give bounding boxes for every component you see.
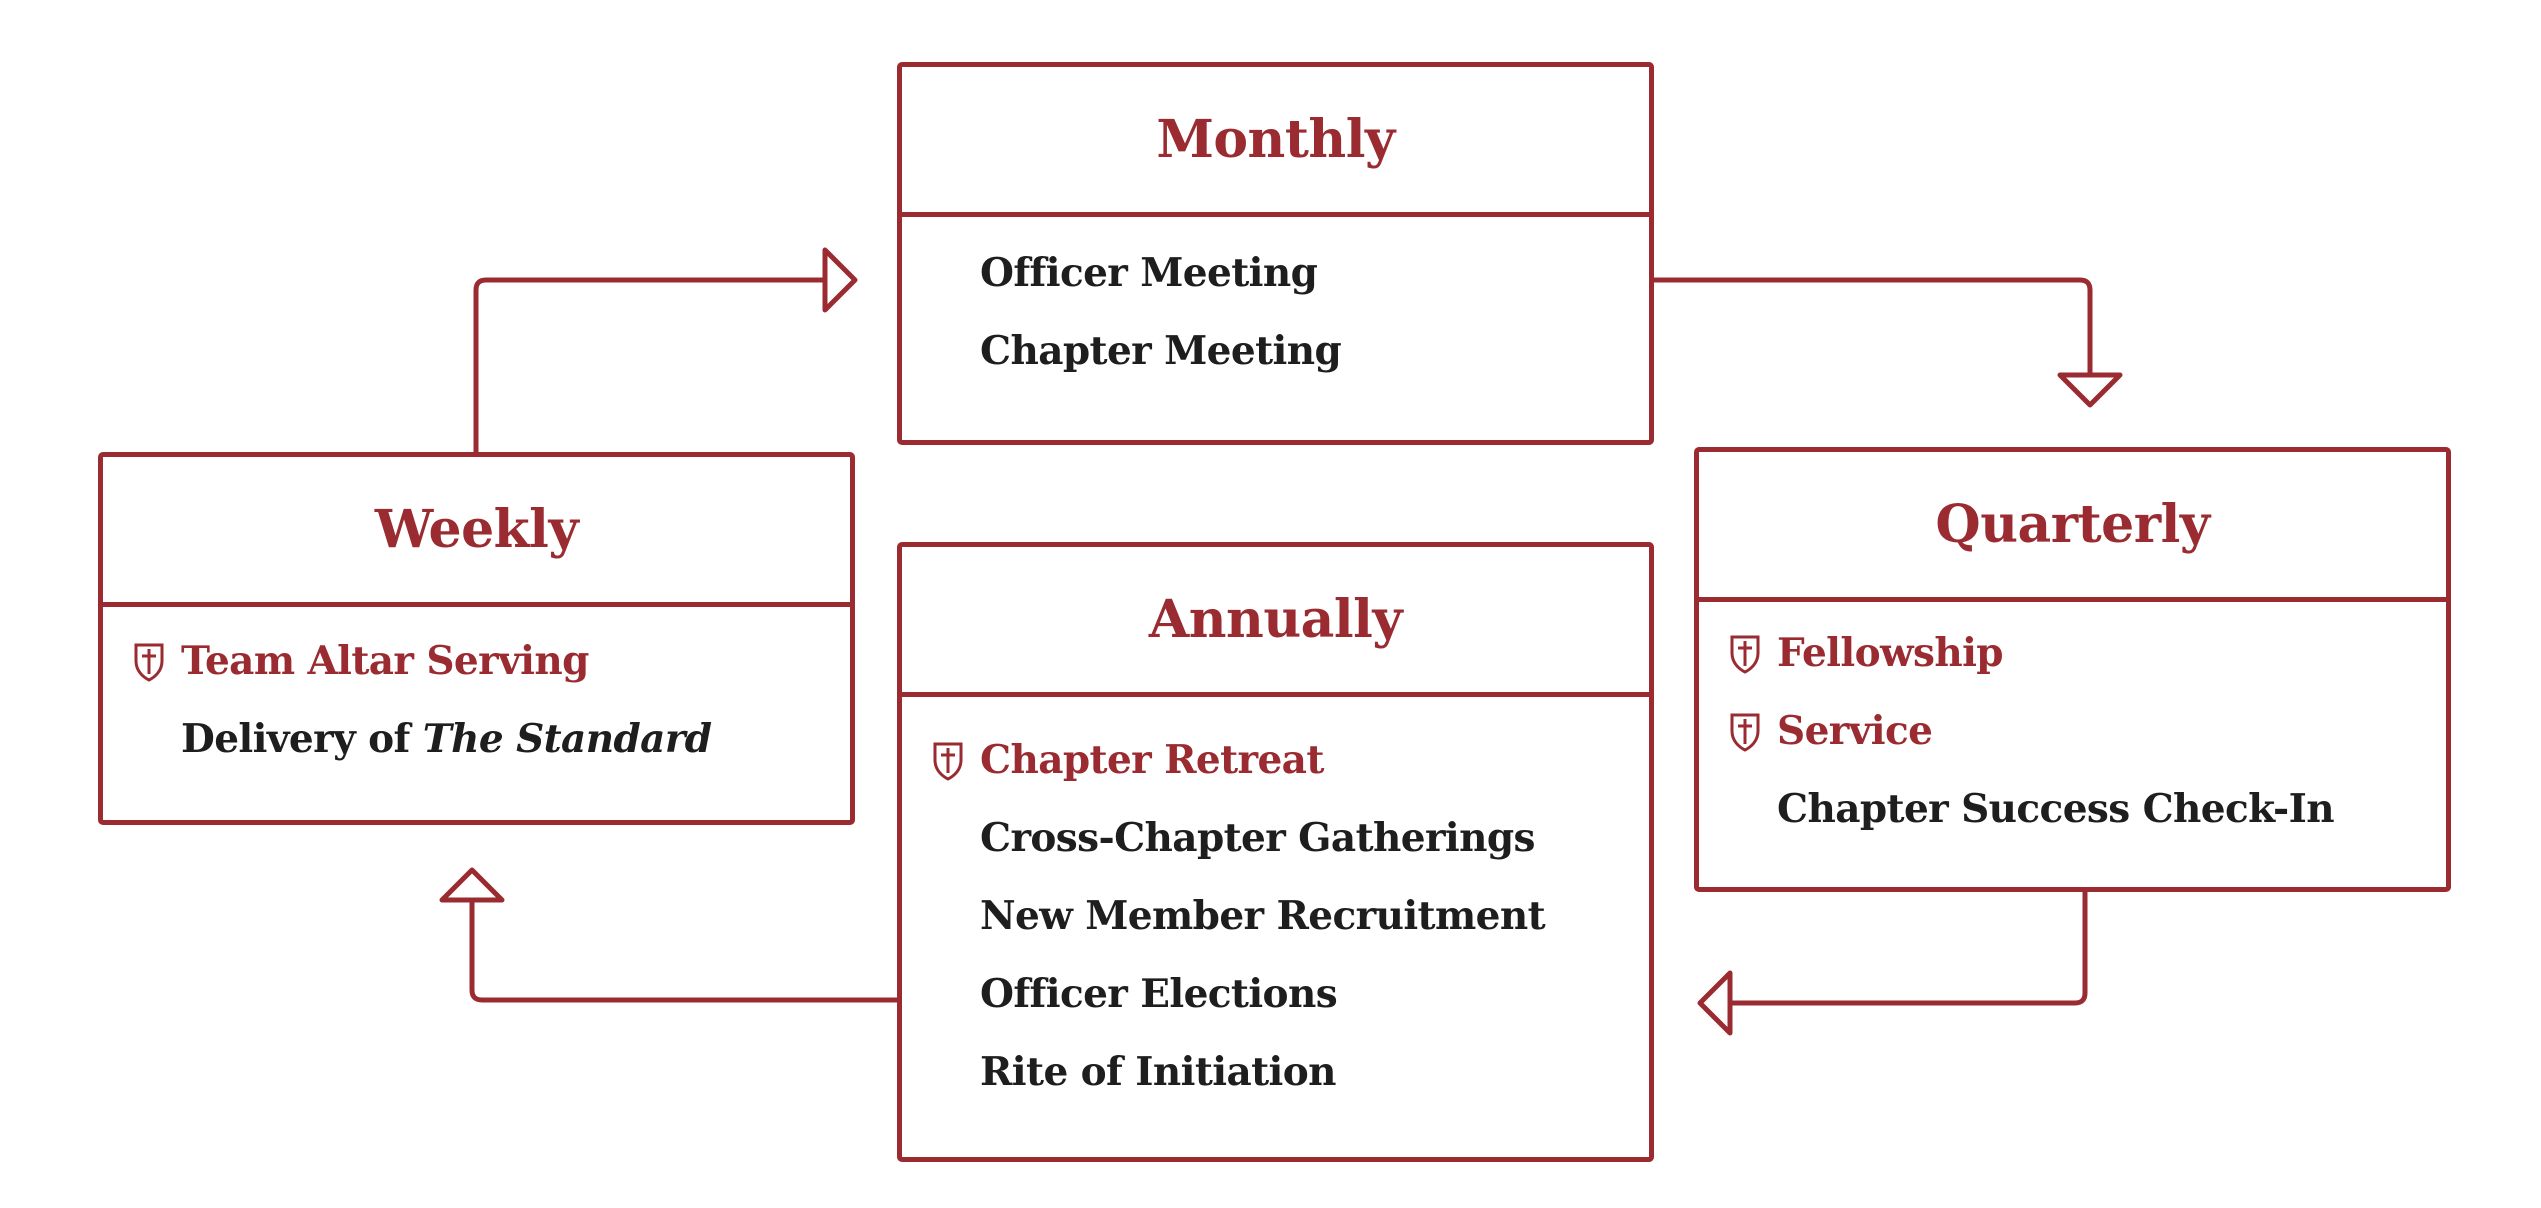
quarterly-items: Fellowship Service Chapter Success Check… (1699, 602, 2446, 848)
monthly-item-officer-meeting: Officer Meeting (980, 234, 1649, 312)
annually-item-chapter-retreat: Chapter Retreat (933, 721, 1649, 799)
arrow-head-annually-to-weekly (439, 867, 505, 903)
cross-shield-icon (1730, 713, 1760, 752)
item-label: Chapter Retreat (980, 737, 1324, 783)
weekly-title: Weekly (103, 457, 850, 607)
arrow-head-monthly-to-quarterly (2057, 372, 2123, 408)
item-label: Chapter Success Check-In (1777, 786, 2335, 832)
item-label: Team Altar Serving (181, 638, 589, 684)
quarterly-item-chapter-success-check-in: Chapter Success Check-In (1777, 770, 2446, 848)
weekly-item-team-altar-serving: Team Altar Serving (134, 622, 850, 700)
cross-shield-icon (1730, 635, 1760, 674)
item-label: Fellowship (1777, 630, 2004, 676)
arrow-head-quarterly-to-annually (1697, 970, 1733, 1036)
cross-shield-icon (933, 742, 963, 781)
item-label: Chapter Meeting (980, 328, 1342, 374)
arrow-weekly-to-monthly (473, 277, 828, 455)
annually-item-new-member-recruitment: New Member Recruitment (980, 877, 1649, 955)
annually-items: Chapter Retreat Cross-Chapter Gatherings… (902, 697, 1649, 1111)
arrow-head-weekly-to-monthly (822, 247, 858, 313)
item-label: Cross-Chapter Gatherings (980, 815, 1535, 861)
item-label: Officer Meeting (980, 250, 1318, 296)
item-label: Service (1777, 708, 1933, 754)
item-label: New Member Recruitment (980, 893, 1546, 939)
weekly-items: Team Altar Serving Delivery of The Stand… (103, 607, 850, 778)
monthly-title: Monthly (902, 67, 1649, 217)
annually-item-rite-of-initiation: Rite of Initiation (980, 1033, 1649, 1111)
weekly-box: Weekly Team Altar Serving Delivery of Th… (98, 452, 855, 825)
arrow-annually-to-weekly (469, 897, 900, 1003)
quarterly-box: Quarterly Fellowship Service Chapter Suc… (1694, 447, 2451, 892)
arrow-monthly-to-quarterly (1651, 277, 2093, 378)
monthly-items: Officer Meeting Chapter Meeting (902, 217, 1649, 390)
quarterly-title: Quarterly (1699, 452, 2446, 602)
quarterly-item-fellowship: Fellowship (1730, 614, 2446, 692)
quarterly-item-service: Service (1730, 692, 2446, 770)
item-label: Rite of Initiation (980, 1049, 1337, 1095)
publication-title: The Standard (422, 716, 712, 762)
monthly-item-chapter-meeting: Chapter Meeting (980, 312, 1649, 390)
weekly-item-delivery-of-the-standard: Delivery of The Standard (181, 700, 850, 778)
annually-box: Annually Chapter Retreat Cross-Chapter G… (897, 542, 1654, 1162)
annually-item-officer-elections: Officer Elections (980, 955, 1649, 1033)
annually-item-cross-chapter-gatherings: Cross-Chapter Gatherings (980, 799, 1649, 877)
annually-title: Annually (902, 547, 1649, 697)
arrow-quarterly-to-annually (1727, 889, 2088, 1006)
item-label: Officer Elections (980, 971, 1338, 1017)
item-label-prefix: Delivery of (181, 716, 423, 762)
cross-shield-icon (134, 643, 164, 682)
monthly-box: Monthly Officer Meeting Chapter Meeting (897, 62, 1654, 445)
